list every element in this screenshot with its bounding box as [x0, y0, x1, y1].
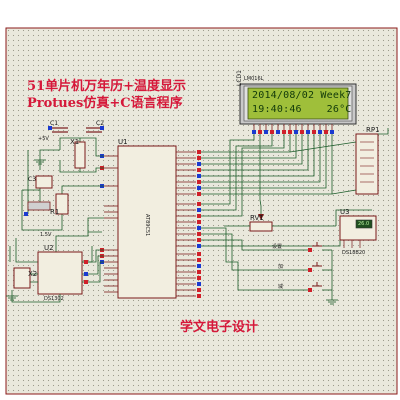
lcd-model-label: LM016L — [244, 76, 264, 82]
cap3-ref-label: C3 — [28, 176, 37, 183]
cap1-ref-label: C1 — [50, 120, 59, 127]
resistor-r1 — [55, 193, 69, 215]
lcd-row-2: 19:40:46 26°C — [252, 104, 352, 115]
lcd-module[interactable] — [239, 83, 357, 134]
crystal1-ref-label: X1 — [70, 138, 80, 146]
mcu-right-pins — [176, 151, 196, 297]
mcu-left-pins — [104, 155, 118, 293]
lcd-screen — [247, 87, 349, 120]
oscillator-section[interactable] — [39, 126, 104, 173]
sensor-ref-label: U3 — [340, 208, 350, 216]
crystal-x2 — [13, 267, 31, 289]
mcu-model-label: AT89C51 — [144, 214, 150, 237]
potentiometer-rv1[interactable] — [249, 206, 273, 232]
rtc-ref-label: U2 — [44, 244, 54, 252]
battery-label: 1.5V — [40, 232, 52, 238]
title-line-1: 51单片机万年历+温度显示 — [27, 79, 186, 94]
mcu-u1[interactable] — [117, 145, 177, 299]
resistor-ref-label: R1 — [50, 208, 60, 216]
sensor-reading: 26.0 — [358, 221, 370, 227]
reset-network[interactable] — [21, 150, 104, 231]
rtc-model-label: DS1302 — [44, 296, 64, 302]
vcc-label: +5V — [38, 136, 49, 142]
mcu-ref-label: U1 — [118, 138, 128, 146]
sheet-border — [5, 27, 398, 395]
footer-credit: 学文电子设计 — [180, 320, 259, 335]
lcd-row-1: 2014/08/02 Week7 — [252, 90, 352, 101]
button-up-label: 加 — [278, 264, 284, 270]
rtc-u2[interactable] — [11, 249, 104, 303]
capacitor-c3 — [35, 175, 53, 189]
button-set-label: 设置 — [272, 244, 283, 250]
title-line-2: Protues仿真+C语言程序 — [27, 96, 183, 111]
crystal-x1 — [74, 141, 86, 169]
temp-sensor-u3[interactable] — [339, 215, 377, 248]
data-bus-wires — [201, 128, 389, 291]
button-down-label: 减 — [278, 284, 284, 290]
lcd-ref-label: LCD1 — [236, 70, 243, 86]
crystal2-ref-label: X2 — [28, 270, 38, 278]
sensor-model-label: DS18B20 — [342, 250, 366, 256]
pot-ref-label: RV1 — [250, 214, 264, 222]
resistor-pack-rp1[interactable] — [355, 133, 379, 195]
cap2-ref-label: C2 — [96, 120, 105, 127]
push-buttons[interactable] — [290, 242, 338, 305]
rpack-ref-label: RP1 — [366, 126, 380, 134]
ground-symbols — [6, 159, 46, 301]
